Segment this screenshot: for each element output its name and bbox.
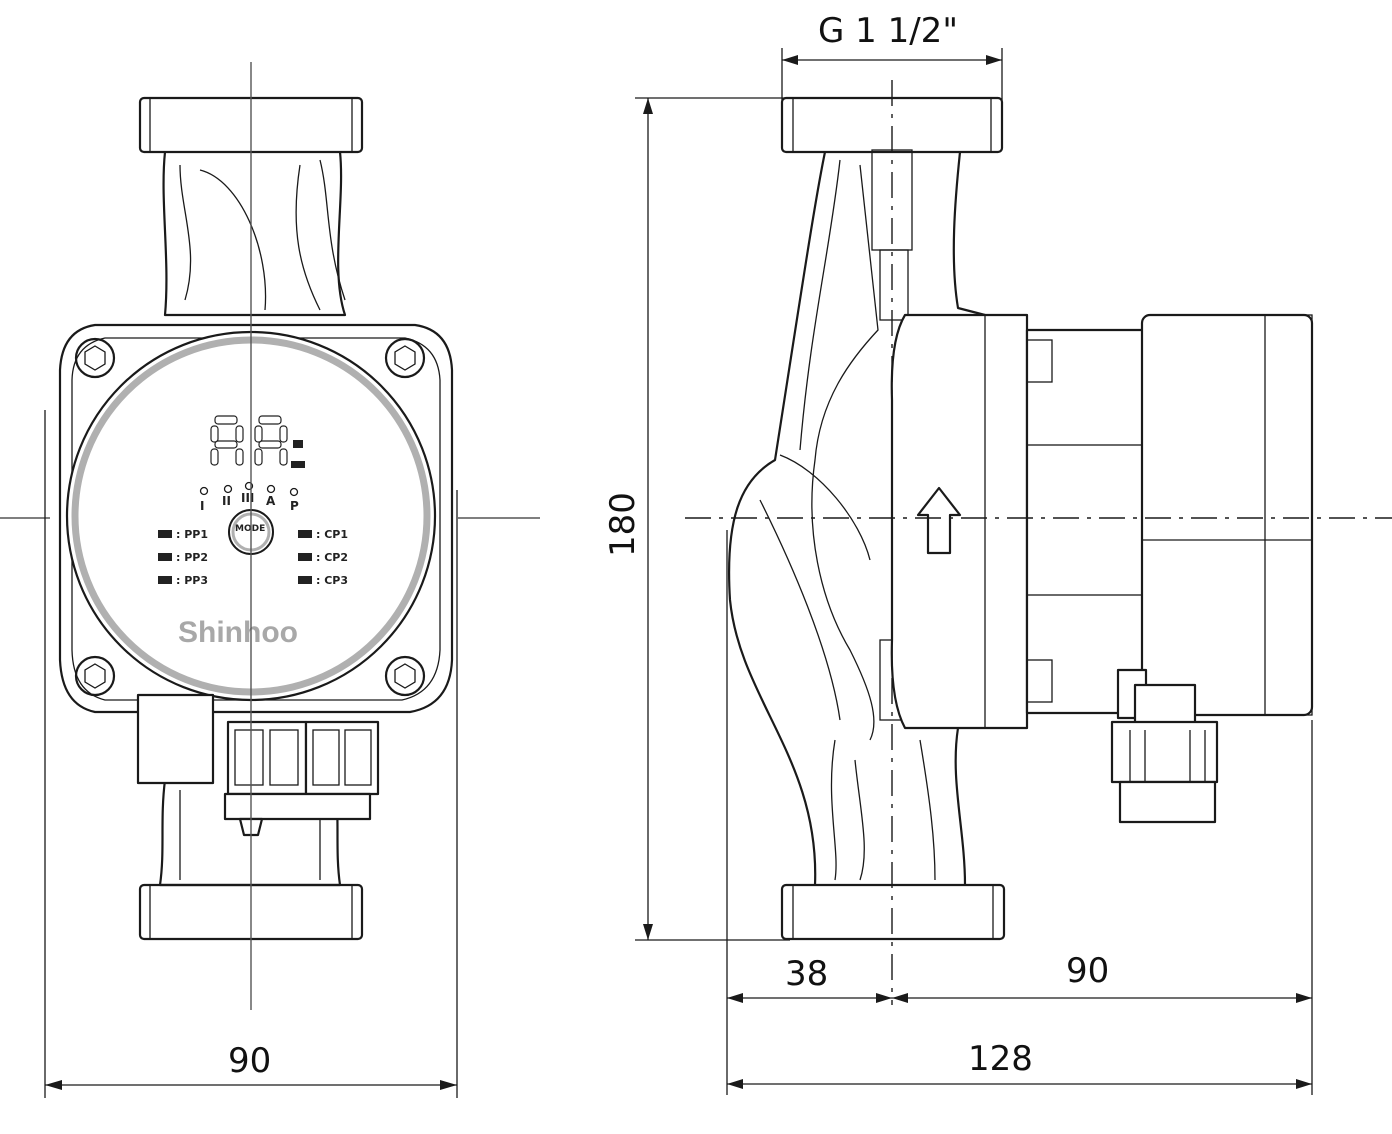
brand-logo: Shinhoo bbox=[178, 616, 298, 649]
mode-label-cp1: : CP1 bbox=[316, 528, 348, 541]
mode-label-cp3: : CP3 bbox=[316, 574, 348, 587]
height-label: 180 bbox=[603, 492, 643, 557]
front-upper-neck bbox=[162, 151, 347, 317]
indicator-label-p: P bbox=[290, 499, 299, 513]
mode-label-cp2: : CP2 bbox=[316, 551, 348, 564]
side-width-dimensions: 38 90 128 bbox=[726, 530, 1313, 1095]
front-view: I II III A P MODE : PP1 : PP2 : PP3 : CP… bbox=[0, 62, 540, 1098]
indicator-label-2: II bbox=[222, 494, 231, 508]
side-volute-body bbox=[728, 151, 827, 886]
side-cable-connector bbox=[1110, 668, 1219, 824]
cable-connectors bbox=[136, 693, 380, 837]
indicator-label-1: I bbox=[200, 499, 204, 513]
mode-label-pp1: : PP1 bbox=[176, 528, 208, 541]
side-total-label: 128 bbox=[968, 1039, 1033, 1079]
thread-label: G 1 1/2" bbox=[818, 11, 958, 51]
indicator-label-3: III bbox=[241, 491, 254, 505]
mode-label-pp2: : PP2 bbox=[176, 551, 208, 564]
control-box bbox=[1140, 313, 1314, 717]
front-width-label: 90 bbox=[228, 1041, 271, 1081]
unit-icon bbox=[291, 440, 305, 468]
side-left-label: 38 bbox=[785, 954, 828, 994]
motor-stator bbox=[1025, 328, 1149, 715]
side-right-label: 90 bbox=[1066, 951, 1109, 991]
flow-arrow-icon bbox=[916, 486, 962, 555]
motor-head bbox=[890, 313, 1029, 730]
side-view: G 1 1/2" 180 38 90 128 bbox=[603, 11, 1392, 1095]
mode-legend: : PP1 : PP2 : PP3 : CP1 : CP2 : CP3 bbox=[158, 528, 348, 587]
side-bottom-flange bbox=[780, 883, 1006, 941]
indicator-label-a: A bbox=[266, 494, 276, 508]
mode-button-label: MODE bbox=[235, 524, 265, 534]
front-width-dimension: 90 bbox=[44, 410, 458, 1098]
seven-segment-display bbox=[210, 415, 288, 466]
thread-dimension: G 1 1/2" bbox=[781, 11, 1003, 100]
mode-label-pp3: : PP3 bbox=[176, 574, 208, 587]
height-dimension: 180 bbox=[603, 97, 790, 941]
bolt-icon bbox=[74, 337, 426, 697]
